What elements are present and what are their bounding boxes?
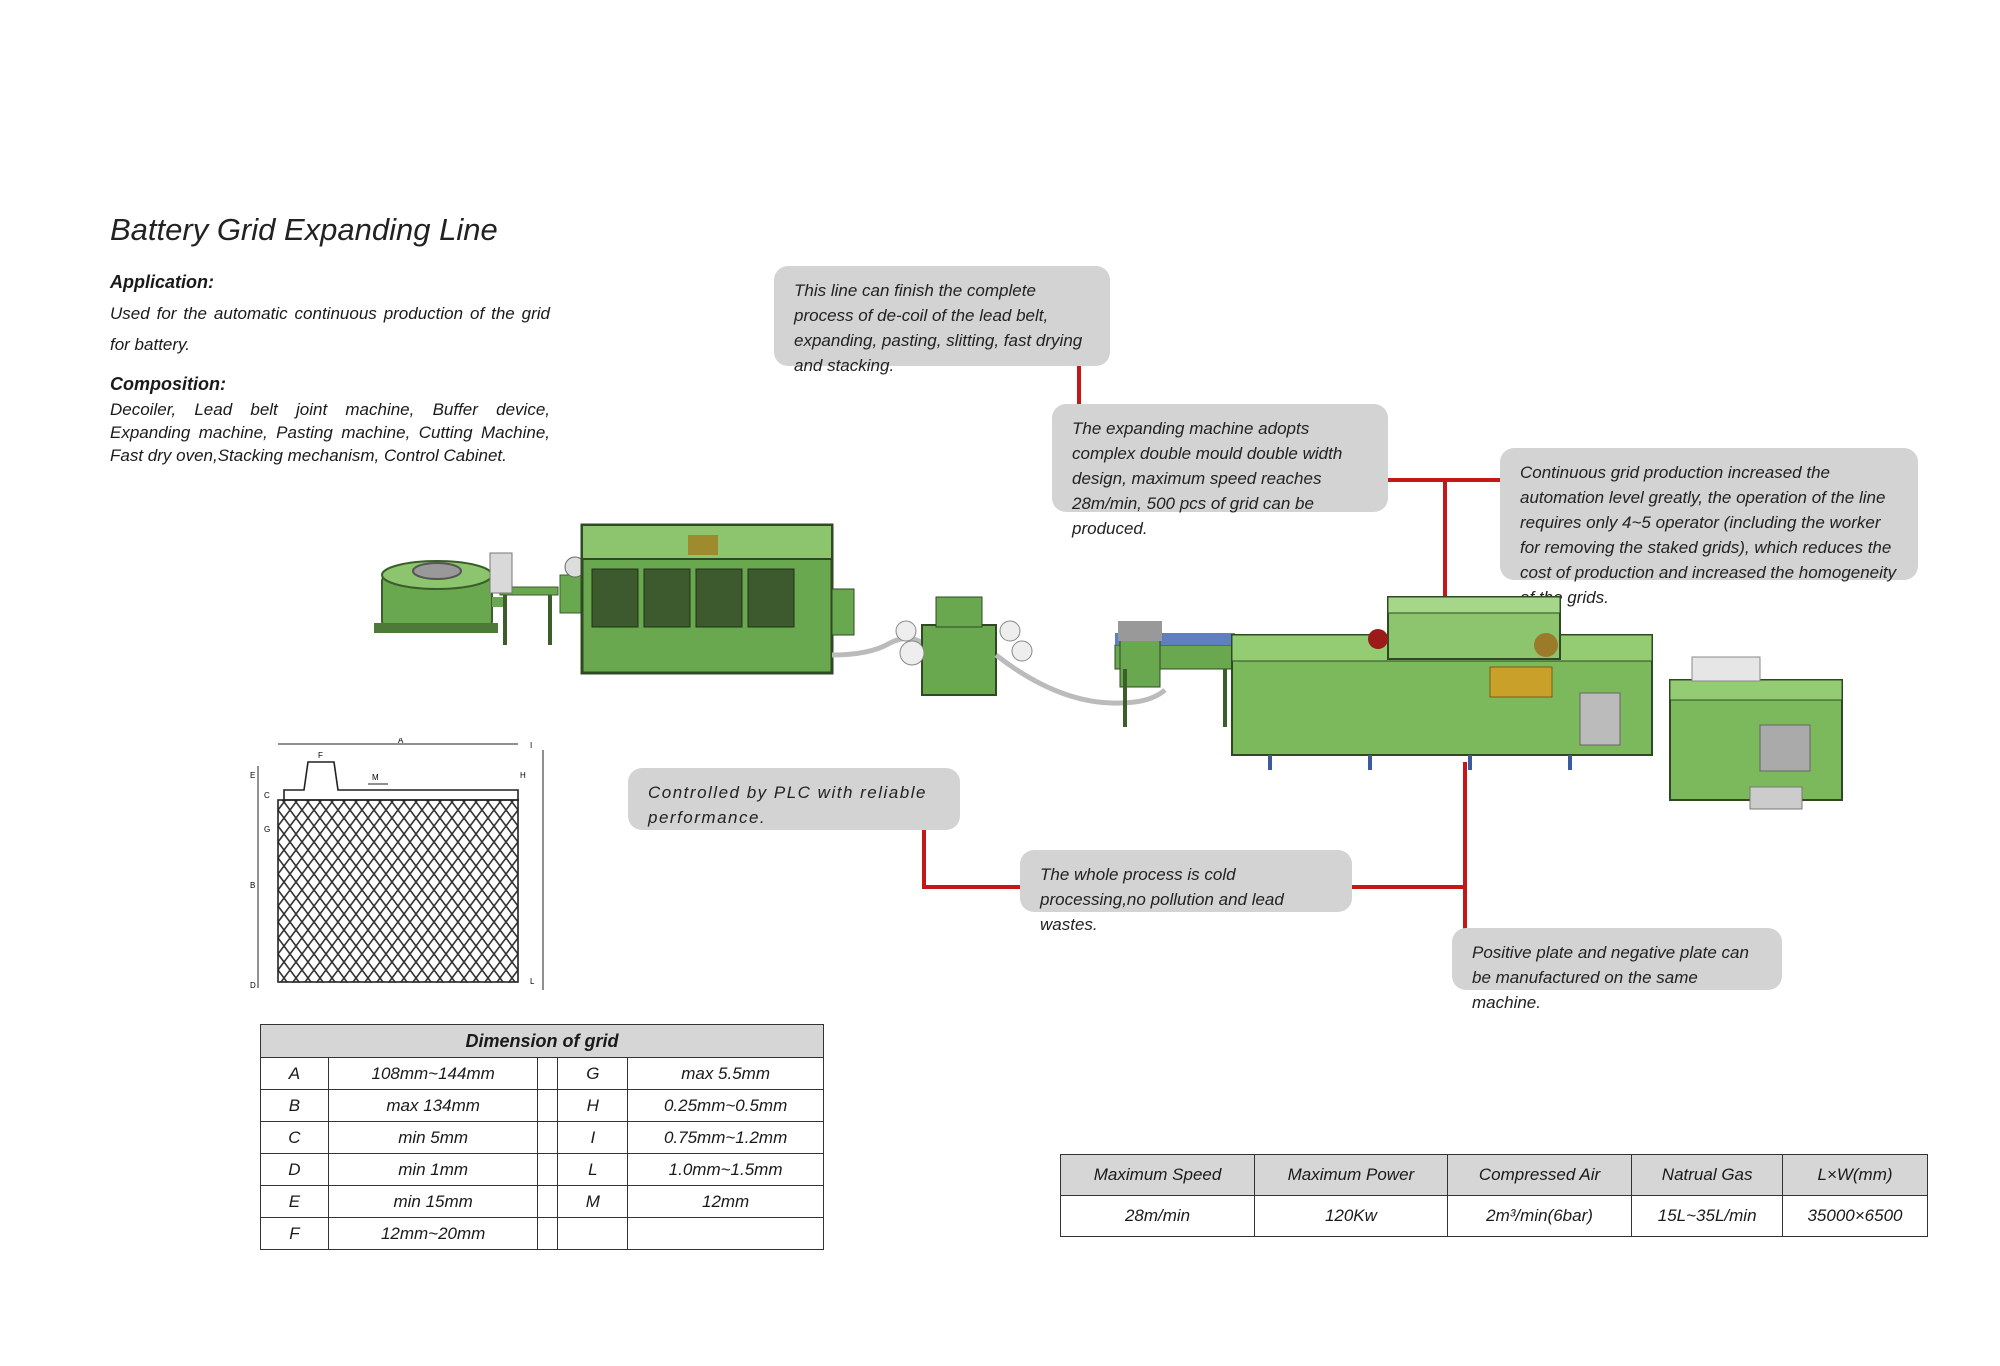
spec-table: Maximum Speed Maximum Power Compressed A… [1059,1154,1929,1237]
grid-lug [283,761,519,801]
dim-label: A [398,738,404,745]
callout-expanding: The expanding machine adopts complex dou… [1052,404,1388,538]
application-text: Used for the automatic continuous produc… [110,304,550,354]
leader-line [1350,885,1467,889]
callout-plc: Controlled by PLC with reliable performa… [628,768,960,830]
callout-plates: Positive plate and negative plate can be… [1452,928,1782,1012]
dim-label: M [372,773,379,782]
leader-line [1463,762,1467,930]
lead-belt-joint-machine [489,552,601,645]
leader-line [1443,478,1447,600]
pasting-machine [895,596,1033,696]
expanding-machine [580,523,855,675]
dim-label: D [250,981,256,990]
fast-dry-oven [1231,596,1653,770]
dimension-table-title: Dimension of grid [260,1024,824,1058]
decoiler [374,560,498,633]
leader-line [922,830,926,888]
spec-value-row: 28m/min 120Kw 2m³/min(6bar) 15L~35L/min … [1059,1195,1929,1237]
callout-automation: Continuous grid production increased the… [1500,448,1918,607]
dim-label: I [530,741,532,750]
dim-label: B [250,881,255,890]
application-heading: Application: [110,272,214,292]
leader-line [1077,366,1081,408]
dim-label: L [530,977,535,986]
dim-label: F [318,751,323,760]
dim-label: E [250,771,255,780]
composition-heading: Composition: [110,374,226,394]
callout-process: This line can finish the complete proces… [774,266,1110,375]
cutting-machine [1114,621,1236,727]
composition-text: Decoiler, Lead belt joint machine, Buffe… [110,400,550,465]
page-title: Battery Grid Expanding Line [110,212,498,247]
leader-line [922,885,1022,889]
stacking-mechanism [1669,656,1843,810]
spec-header-row: Maximum Speed Maximum Power Compressed A… [1059,1154,1929,1196]
dim-label: H [520,771,526,780]
dim-label: G [264,825,270,834]
dim-label: C [264,791,270,800]
callout-cold: The whole process is cold processing,no … [1020,850,1352,934]
grid-drawing: A F M I E H C G B D L [250,738,544,990]
grid-mesh [277,799,519,983]
production-line-illustration [374,523,1843,810]
